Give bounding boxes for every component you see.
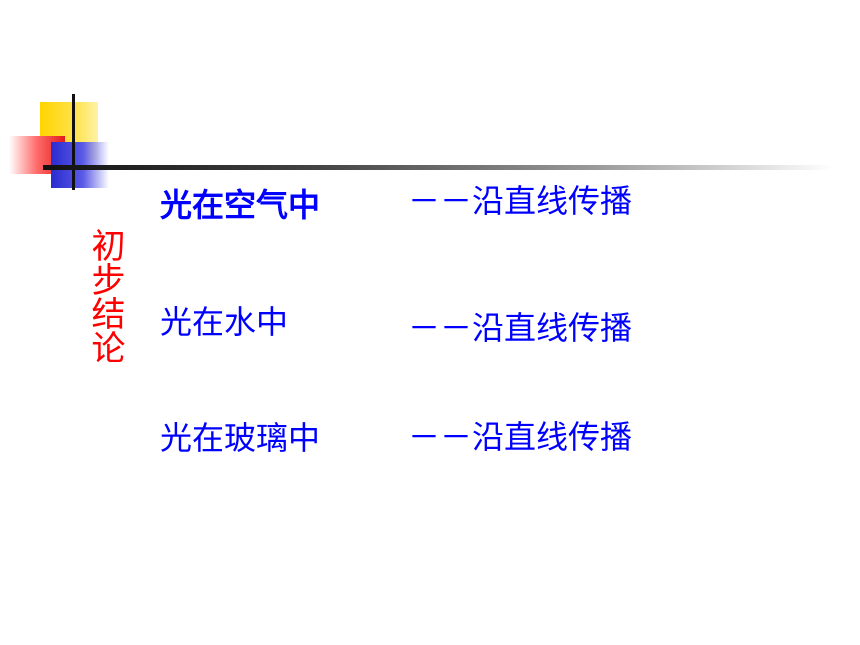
medium-label-water: 光在水中 (160, 303, 289, 341)
conclusion-water: －－沿直线传播 (408, 309, 633, 347)
conclusion-glass: －－沿直线传播 (408, 418, 633, 456)
medium-label-air: 光在空气中 (160, 186, 321, 224)
side-heading: 初步结论 (85, 228, 125, 364)
decor-horizontal-rule (43, 165, 833, 170)
decor-vertical-line (72, 94, 75, 190)
medium-label-glass: 光在玻璃中 (160, 419, 321, 457)
conclusion-air: －－沿直线传播 (408, 182, 633, 220)
